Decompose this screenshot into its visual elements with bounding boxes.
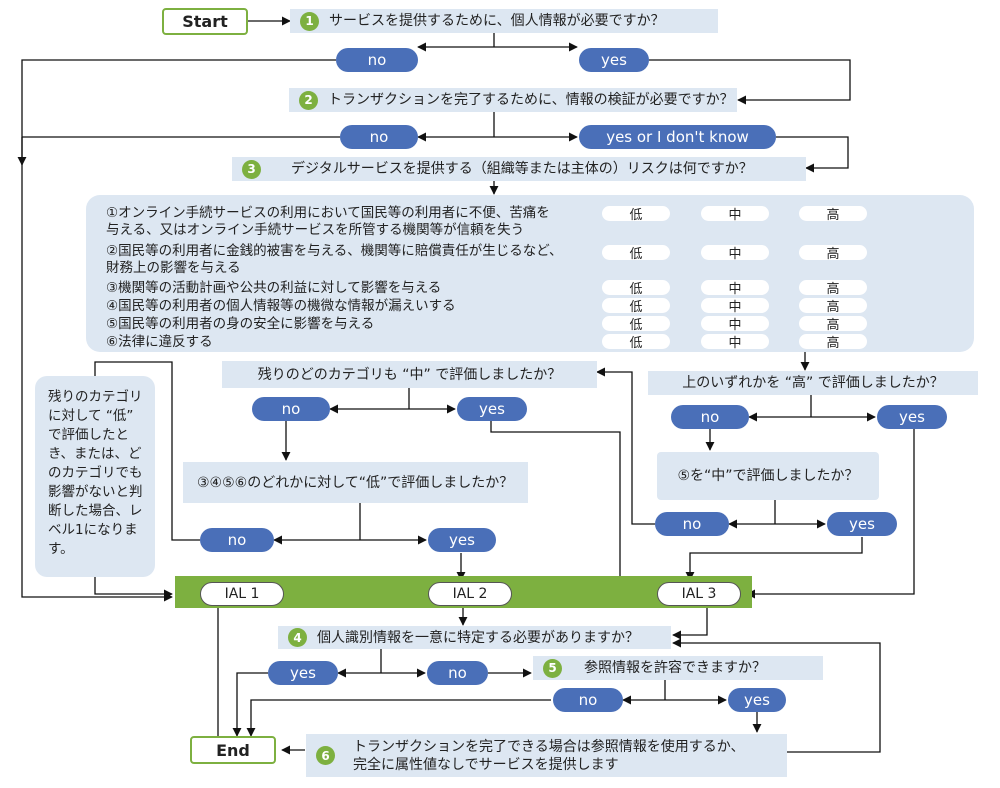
question-five-mid: ⑤を“中”で評価しましたか？ xyxy=(657,452,879,500)
rating-low: 低 xyxy=(602,245,670,262)
q2-yes-or-idk-pill: yes or I don't know xyxy=(579,125,776,149)
step-4-badge: 4 xyxy=(288,628,307,647)
any-low-yes-pill: yes xyxy=(428,528,496,552)
ial-3-badge: IAL 3 xyxy=(657,582,741,606)
remaining-mid-no-pill: no xyxy=(252,397,330,421)
rating-high: 高 xyxy=(799,298,867,315)
category-1: ①オンライン手続サービスの利用において国民等の利用者に不便、苦痛を与える、又はオ… xyxy=(106,205,550,238)
category-6: ⑥法律に違反する xyxy=(106,334,213,350)
rating-mid: 中 xyxy=(701,206,769,223)
end-terminal: End xyxy=(190,736,276,764)
ial-1-badge: IAL 1 xyxy=(200,582,284,606)
question-4-text: 個人識別情報を一意に特定する必要がありますか？ xyxy=(317,629,639,646)
q4-yes-pill: yes xyxy=(268,661,338,685)
any-high-no-pill: no xyxy=(671,405,749,429)
question-4-box: 4 個人識別情報を一意に特定する必要がありますか？ xyxy=(278,626,671,649)
rating-high: 高 xyxy=(799,245,867,262)
question-6-box: 6 トランザクションを完了できる場合は参照情報を使用するか、 完全に属性値なしで… xyxy=(306,734,787,777)
category-2: ②国民等の利用者に金銭的被害を与える、機関等に賠償責任が生じるなど、財務上の影響… xyxy=(106,243,563,276)
rating-low: 低 xyxy=(602,280,670,297)
question-1-box: 1 サービスを提供するために、個人情報が必要ですか？ xyxy=(290,9,718,33)
q4-no-pill: no xyxy=(427,661,488,685)
step-6-badge: 6 xyxy=(316,746,335,765)
rating-mid: 中 xyxy=(701,245,769,262)
rating-high: 高 xyxy=(799,316,867,333)
question-5-box: 5 参照情報を許容できますか？ xyxy=(533,656,823,680)
rating-low: 低 xyxy=(602,206,670,223)
rating-low: 低 xyxy=(602,298,670,315)
remaining-mid-yes-pill: yes xyxy=(457,397,527,421)
rating-high: 高 xyxy=(799,280,867,297)
ial-2-badge: IAL 2 xyxy=(428,582,512,606)
any-high-yes-pill: yes xyxy=(877,405,947,429)
question-any-high: 上のいずれかを “高” で評価しましたか？ xyxy=(648,371,978,395)
question-1-text: サービスを提供するために、個人情報が必要ですか？ xyxy=(329,13,665,29)
step-2-badge: 2 xyxy=(299,90,318,110)
question-6-text: トランザクションを完了できる場合は参照情報を使用するか、 完全に属性値なしでサー… xyxy=(353,738,745,773)
question-5-text: 参照情報を許容できますか？ xyxy=(584,660,766,676)
rating-mid: 中 xyxy=(701,298,769,315)
question-any-low: ③④⑤⑥のどれかに対して“低”で評価しましたか？ xyxy=(183,462,528,503)
q1-yes-pill: yes xyxy=(579,48,649,72)
q2-no-pill: no xyxy=(340,125,418,149)
five-mid-yes-pill: yes xyxy=(827,512,897,536)
step-1-badge: 1 xyxy=(300,11,319,31)
any-low-no-pill: no xyxy=(200,528,274,552)
question-remaining-mid: 残りのどのカテゴリも “中” で評価しましたか？ xyxy=(222,361,597,388)
category-3: ③機関等の活動計画や公共の利益に対して影響を与える xyxy=(106,280,442,296)
rating-mid: 中 xyxy=(701,334,769,351)
rating-mid: 中 xyxy=(701,316,769,333)
question-2-box: 2 トランザクションを完了するために、情報の検証が必要ですか？ xyxy=(289,88,737,112)
category-4: ④国民等の利用者の個人情報等の機微な情報が漏えいする xyxy=(106,298,456,314)
step-3-badge: 3 xyxy=(242,159,261,179)
question-2-text: トランザクションを完了するために、情報の検証が必要ですか？ xyxy=(328,92,734,108)
five-mid-no-pill: no xyxy=(655,512,729,536)
q5-yes-pill: yes xyxy=(728,688,786,712)
rating-low: 低 xyxy=(602,316,670,333)
side-note: 残りのカテゴリに対して “低” で評価したとき、または、どのカテゴリでも影響がな… xyxy=(35,376,155,577)
q1-no-pill: no xyxy=(336,48,418,72)
q5-no-pill: no xyxy=(553,688,623,712)
start-terminal: Start xyxy=(162,8,248,35)
rating-high: 高 xyxy=(799,334,867,351)
step-5-badge: 5 xyxy=(543,658,562,678)
rating-high: 高 xyxy=(799,206,867,223)
category-5: ⑤国民等の利用者の身の安全に影響を与える xyxy=(106,316,375,332)
rating-mid: 中 xyxy=(701,280,769,297)
rating-low: 低 xyxy=(602,334,670,351)
question-3-box: 3 デジタルサービスを提供する（組織等または主体の）リスクは何ですか？ xyxy=(232,157,806,181)
question-3-text: デジタルサービスを提供する（組織等または主体の）リスクは何ですか？ xyxy=(291,161,753,177)
